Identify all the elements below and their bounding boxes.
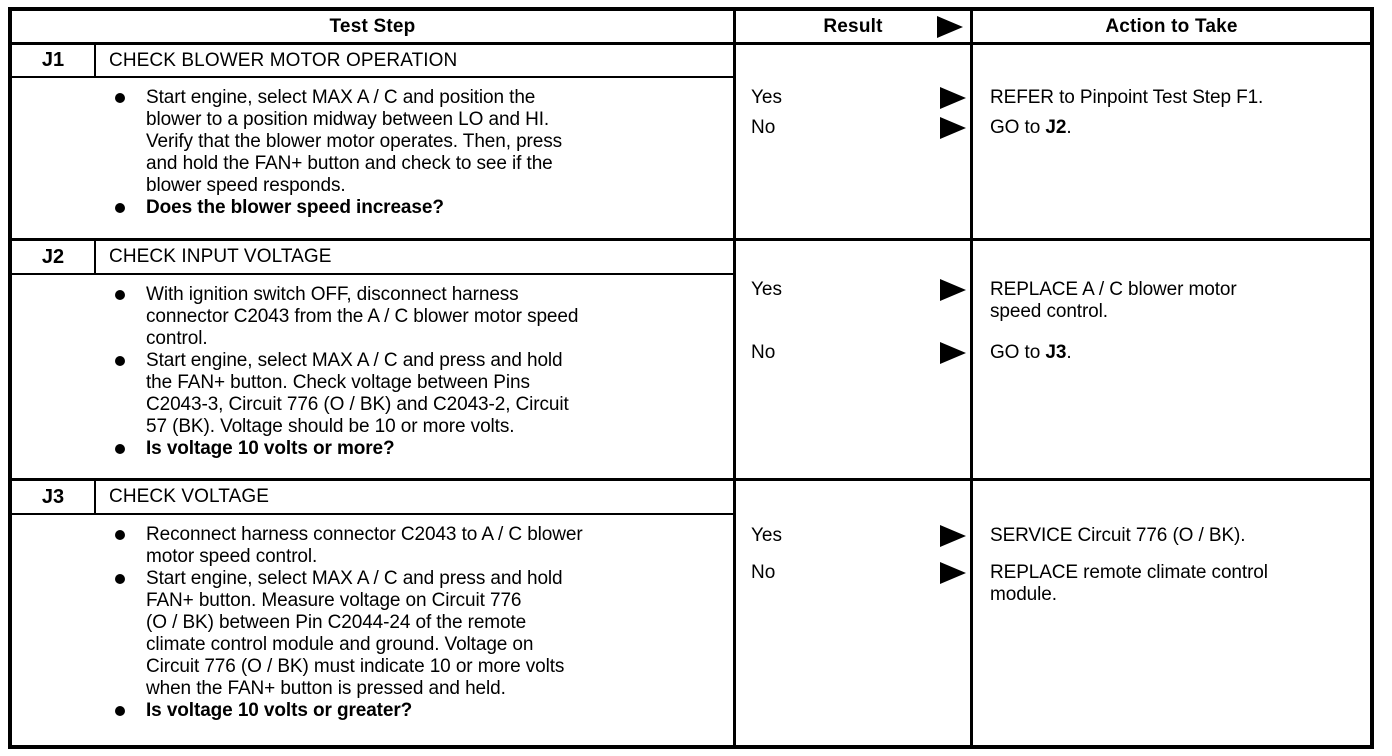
action-yes-text: SERVICE Circuit 776 (O / BK).	[990, 525, 1362, 547]
result-no-row: No	[751, 342, 970, 364]
question-bullet: Is voltage 10 volts or more?	[12, 438, 733, 460]
instruction-text: Start engine, select MAX A / C and posit…	[146, 87, 563, 196]
instruction-bullet: Start engine, select MAX A / C and press…	[12, 350, 733, 438]
step-instructions-j2: With ignition switch OFF, disconnect har…	[12, 275, 736, 481]
step-number-j2: J2	[12, 241, 96, 275]
instruction-text: With ignition switch OFF, disconnect har…	[146, 284, 579, 349]
action-no-text: REPLACE remote climate control module.	[990, 562, 1362, 606]
bullet-icon	[115, 574, 125, 584]
action-header-label: Action to Take	[1105, 15, 1238, 37]
step-title-label: CHECK VOLTAGE	[109, 486, 270, 507]
bullet-icon	[115, 290, 125, 300]
result-arrow-icon	[940, 87, 966, 109]
question-text: Is voltage 10 volts or greater?	[146, 700, 413, 721]
action-text: GO to	[990, 342, 1046, 363]
action-no-text: GO to J2.	[990, 117, 1362, 139]
action-yes-text: REPLACE A / C blower motor speed control…	[990, 279, 1362, 323]
step-number-j1: J1	[12, 45, 96, 78]
action-text: REPLACE remote climate control module.	[990, 562, 1268, 605]
result-yes-label: Yes	[751, 525, 782, 546]
result-yes-label: Yes	[751, 279, 782, 300]
column-header-action: Action to Take	[973, 11, 1370, 45]
result-yes-row: Yes	[751, 525, 970, 547]
step-number-label: J2	[41, 245, 65, 268]
action-text-suffix: .	[1066, 342, 1072, 363]
action-cell-j3: SERVICE Circuit 776 (O / BK). REPLACE re…	[973, 481, 1370, 745]
bullet-icon	[115, 203, 125, 213]
action-text: SERVICE Circuit 776 (O / BK).	[990, 525, 1246, 546]
step-number-label: J1	[41, 49, 65, 71]
result-no-label: No	[751, 342, 776, 363]
instruction-bullet: Start engine, select MAX A / C and posit…	[12, 87, 733, 197]
bullet-icon	[115, 93, 125, 103]
instruction-bullet: Reconnect harness connector C2043 to A /…	[12, 524, 733, 568]
result-yes-row: Yes	[751, 279, 970, 301]
result-arrow-icon	[940, 525, 966, 547]
action-text-suffix: .	[1066, 117, 1072, 138]
step-instructions-j1: Start engine, select MAX A / C and posit…	[12, 78, 736, 241]
result-yes-row: Yes	[751, 87, 970, 109]
step-title-label: CHECK BLOWER MOTOR OPERATION	[109, 49, 458, 71]
test-step-header-label: Test Step	[329, 15, 416, 37]
instruction-text: Start engine, select MAX A / C and press…	[146, 350, 569, 437]
result-arrow-icon	[940, 279, 966, 301]
bullet-icon	[115, 706, 125, 716]
result-arrow-icon	[937, 15, 963, 38]
result-cell-j1: Yes No	[736, 45, 973, 241]
step-title-label: CHECK INPUT VOLTAGE	[109, 246, 332, 267]
step-number-j3: J3	[12, 481, 96, 515]
action-step-ref: J3	[1045, 342, 1067, 363]
action-yes-text: REFER to Pinpoint Test Step F1.	[990, 87, 1362, 109]
result-cell-j3: Yes No	[736, 481, 973, 745]
result-cell-j2: Yes No	[736, 241, 973, 481]
action-text: REFER to Pinpoint Test Step F1.	[990, 87, 1264, 108]
step-title-j1: CHECK BLOWER MOTOR OPERATION	[96, 45, 736, 78]
pinpoint-test-table: Test Step Result Action to Take J1 CHECK…	[8, 7, 1374, 749]
bullet-icon	[115, 530, 125, 540]
step-number-label: J3	[41, 485, 65, 508]
result-no-row: No	[751, 117, 970, 139]
column-header-test-step: Test Step	[12, 11, 736, 45]
action-cell-j2: REPLACE A / C blower motor speed control…	[973, 241, 1370, 481]
bullet-icon	[115, 444, 125, 454]
question-text: Is voltage 10 volts or more?	[146, 438, 395, 459]
question-text: Does the blower speed increase?	[146, 197, 444, 218]
instruction-bullet: With ignition switch OFF, disconnect har…	[12, 284, 733, 350]
instruction-bullet: Start engine, select MAX A / C and press…	[12, 568, 733, 700]
action-text: GO to	[990, 117, 1046, 138]
step-title-j2: CHECK INPUT VOLTAGE	[96, 241, 736, 275]
column-header-result: Result	[736, 11, 973, 45]
result-no-label: No	[751, 117, 776, 138]
instruction-text: Reconnect harness connector C2043 to A /…	[146, 524, 583, 567]
step-instructions-j3: Reconnect harness connector C2043 to A /…	[12, 515, 736, 745]
result-no-label: No	[751, 562, 776, 583]
action-cell-j1: REFER to Pinpoint Test Step F1. GO to J2…	[973, 45, 1370, 241]
result-arrow-icon	[940, 562, 966, 584]
result-no-row: No	[751, 562, 970, 584]
instruction-text: Start engine, select MAX A / C and press…	[146, 568, 565, 699]
question-bullet: Is voltage 10 volts or greater?	[12, 700, 733, 722]
result-header-label: Result	[823, 15, 883, 37]
result-yes-label: Yes	[751, 87, 782, 108]
action-step-ref: J2	[1045, 117, 1067, 138]
question-bullet: Does the blower speed increase?	[12, 197, 733, 219]
action-text: REPLACE A / C blower motor speed control…	[990, 279, 1237, 322]
result-arrow-icon	[940, 342, 966, 364]
result-arrow-icon	[940, 117, 966, 139]
step-title-j3: CHECK VOLTAGE	[96, 481, 736, 515]
action-no-text: GO to J3.	[990, 342, 1362, 364]
bullet-icon	[115, 356, 125, 366]
